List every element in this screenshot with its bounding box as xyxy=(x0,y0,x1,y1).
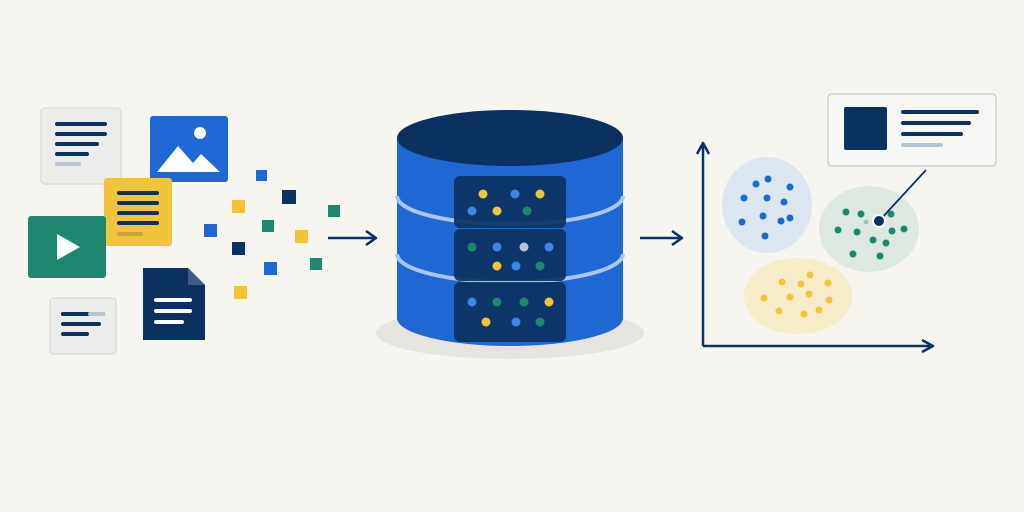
data-point xyxy=(825,296,833,304)
database-shard xyxy=(454,176,566,228)
data-dot xyxy=(544,242,554,252)
data-point xyxy=(834,226,842,234)
data-dot xyxy=(478,189,488,199)
cluster-yellow-points xyxy=(760,271,833,318)
data-dot xyxy=(492,206,502,216)
data-point xyxy=(740,194,748,202)
data-fragment xyxy=(262,220,274,232)
cluster-blue-points xyxy=(738,175,794,240)
data-point xyxy=(763,194,771,202)
data-fragment xyxy=(204,224,217,237)
data-point xyxy=(815,306,823,314)
data-point xyxy=(797,280,805,288)
data-point xyxy=(869,236,877,244)
data-point xyxy=(800,310,808,318)
data-dot xyxy=(519,297,529,307)
data-point xyxy=(778,278,786,286)
data-dot xyxy=(492,261,502,271)
image-icon xyxy=(150,116,228,182)
data-fragment xyxy=(282,190,296,204)
data-point xyxy=(900,225,908,233)
data-point xyxy=(786,214,794,222)
data-point xyxy=(752,180,760,188)
data-point xyxy=(805,290,813,298)
cluster-scatter-chart xyxy=(695,141,935,354)
file-icon xyxy=(143,268,205,340)
data-dot xyxy=(511,317,521,327)
data-dot xyxy=(510,189,520,199)
highlighted-point xyxy=(872,214,886,228)
data-dot xyxy=(467,242,477,252)
arrow-right-icon xyxy=(328,229,378,247)
data-point xyxy=(760,294,768,302)
data-point xyxy=(876,252,884,260)
data-dot xyxy=(492,297,502,307)
data-fragment xyxy=(232,200,245,213)
data-dot xyxy=(492,242,502,252)
data-dot xyxy=(544,297,554,307)
detail-card-thumbnail xyxy=(844,107,887,150)
cluster-blue xyxy=(722,157,812,253)
data-fragment xyxy=(295,230,308,243)
data-point xyxy=(857,210,865,218)
data-fragments xyxy=(204,170,340,299)
data-point xyxy=(786,293,794,301)
text-document-icon xyxy=(40,107,122,185)
data-point xyxy=(824,279,832,287)
text-document-icon xyxy=(49,297,117,355)
data-fragment xyxy=(264,262,277,275)
data-fragment xyxy=(310,258,322,270)
data-point xyxy=(887,210,895,218)
database-shard xyxy=(454,229,566,281)
data-point xyxy=(764,175,772,183)
data-dot xyxy=(467,297,477,307)
database-icon xyxy=(376,110,644,359)
note-icon xyxy=(104,178,172,246)
data-dot xyxy=(519,242,529,252)
detail-card xyxy=(827,93,997,167)
data-fragment xyxy=(234,286,247,299)
cluster-yellow xyxy=(744,258,852,334)
data-point xyxy=(882,239,890,247)
data-point xyxy=(853,228,861,236)
data-point xyxy=(806,271,814,279)
data-point xyxy=(842,208,850,216)
data-fragment xyxy=(256,170,267,181)
data-dot xyxy=(535,189,545,199)
data-fragment xyxy=(328,205,340,217)
input-sources xyxy=(28,107,228,355)
data-point xyxy=(738,218,746,226)
data-dot xyxy=(522,206,532,216)
data-point xyxy=(761,232,769,240)
video-icon xyxy=(28,216,106,278)
cluster-green xyxy=(819,186,919,272)
data-point xyxy=(780,198,788,206)
cluster-green-points xyxy=(834,208,908,260)
data-point xyxy=(786,183,794,191)
data-fragment xyxy=(232,242,245,255)
database-dots xyxy=(467,189,554,327)
data-point xyxy=(849,250,857,258)
arrow-right-icon xyxy=(640,229,684,247)
data-point xyxy=(777,217,785,225)
data-dot xyxy=(467,206,477,216)
data-dot xyxy=(535,261,545,271)
callout-leader-line xyxy=(878,169,927,222)
data-point xyxy=(888,227,896,235)
data-dot xyxy=(535,317,545,327)
data-point xyxy=(759,212,767,220)
database-shard xyxy=(454,282,566,342)
data-dot xyxy=(511,261,521,271)
data-dot xyxy=(481,317,491,327)
data-point xyxy=(775,307,783,315)
data-point xyxy=(863,219,869,225)
